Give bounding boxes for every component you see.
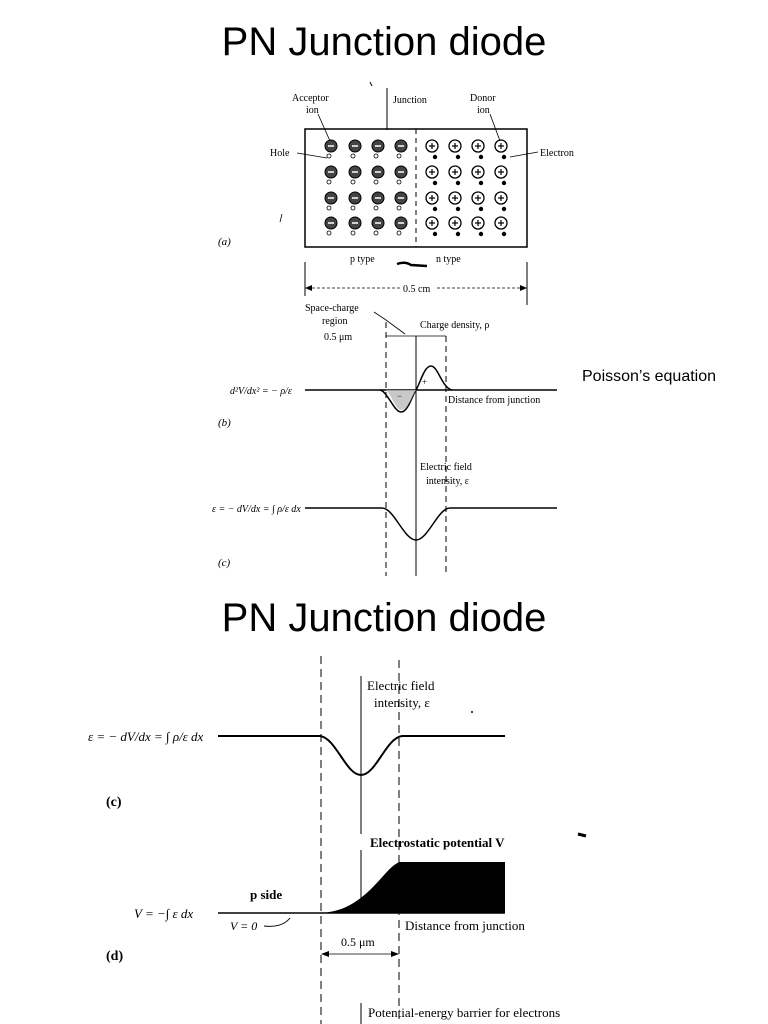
page-title-bottom: PN Junction diode [221,596,547,640]
hole [350,179,356,185]
hole [350,230,356,236]
potential-curve-fill [320,862,505,913]
page-title-top: PN Junction diode [221,20,547,64]
panel-label-c: (c) [218,557,231,569]
figure-c-top: Electric field intensity, ε ε = − dV/dx … [212,462,557,569]
field-curve-bottom [218,735,505,777]
hole [396,230,402,236]
svg-text:−: − [397,391,402,401]
barrier-label: Potential-energy barrier for electrons [368,1005,560,1020]
hole [373,205,379,211]
electron [455,180,461,186]
electron [455,231,461,237]
electron [501,206,507,212]
svg-text:+: + [422,377,427,387]
distance-label-d: Distance from junction [405,918,525,933]
electron [432,231,438,237]
hole [350,205,356,211]
v-zero-label: V = 0 [230,919,257,933]
distance-label-b: Distance from junction [448,395,540,406]
space-charge-2: region [322,316,348,327]
electron [501,154,507,160]
hole [373,153,379,159]
field-label-2: intensity, ε [426,476,469,487]
acceptor-label-2: ion [306,105,319,116]
panel-label-a: (a) [218,236,231,248]
hole [326,179,332,185]
hole [350,153,356,159]
hole [326,153,332,159]
electron [432,206,438,212]
electron-label: Electron [540,148,574,159]
field-label-1: Electric field [420,462,472,473]
space-charge-3: 0.5 μm [324,332,352,343]
hole-label: Hole [270,148,290,159]
potential-equation: V = −∫ ε dx [134,906,193,922]
smudge-mark [396,261,428,268]
p-type-label: p type [350,254,375,265]
hole [396,153,402,159]
hole [396,179,402,185]
field-curve-top [305,507,557,541]
electron [478,180,484,186]
hole [373,230,379,236]
junction-label: Junction [393,95,427,106]
electron [455,154,461,160]
panel-label-d: (d) [106,949,123,964]
field-label-1-c2: Electric field [367,678,435,693]
charge-density-label: Charge density, ρ [420,320,489,331]
electron [501,180,507,186]
hole [326,205,332,211]
electron [455,206,461,212]
panel-label-b: (b) [218,417,231,429]
n-type-label: n type [436,254,461,265]
panel-label-c2: (c) [106,795,122,810]
width-label: 0.5 cm [403,284,430,295]
p-side-label: p side [250,887,282,902]
electron [432,180,438,186]
electron [478,231,484,237]
poisson-equation-b: d²V/dx² = − ρ/ε [230,386,292,397]
field-equation-top: ε = − dV/dx = ∫ ρ/ε dx [212,504,301,515]
donor-label-1: Donor [470,93,496,104]
electron [501,231,507,237]
electron [478,154,484,160]
field-equation-bottom: ε = − dV/dx = ∫ ρ/ε dx [88,729,204,745]
width-label-d: 0.5 μm [341,935,375,949]
hole [326,230,332,236]
negative-charge-fill [386,390,416,410]
poisson-note: Poisson’s equation [582,368,717,385]
electron [478,206,484,212]
field-label-2-c2: intensity, ε [374,695,430,710]
figure-d: Electrostatic potential V p side V = −∫ … [106,835,560,1024]
electron [432,154,438,160]
hole [373,179,379,185]
figure-c-bottom: Electric field intensity, ε ε = − dV/dx … [88,656,505,1024]
figure-b: Space-charge region 0.5 μm Charge densit… [218,303,557,576]
hole [396,205,402,211]
space-charge-1: Space-charge [305,303,359,314]
acceptor-label-1: Acceptor [292,93,329,104]
figure-a: Acceptor ion Junction Donor ion Hole Ele… [218,88,574,305]
potential-label: Electrostatic potential V [370,835,505,850]
scan-specks [279,81,587,838]
ion-grid [324,139,508,237]
donor-label-2: ion [477,105,490,116]
